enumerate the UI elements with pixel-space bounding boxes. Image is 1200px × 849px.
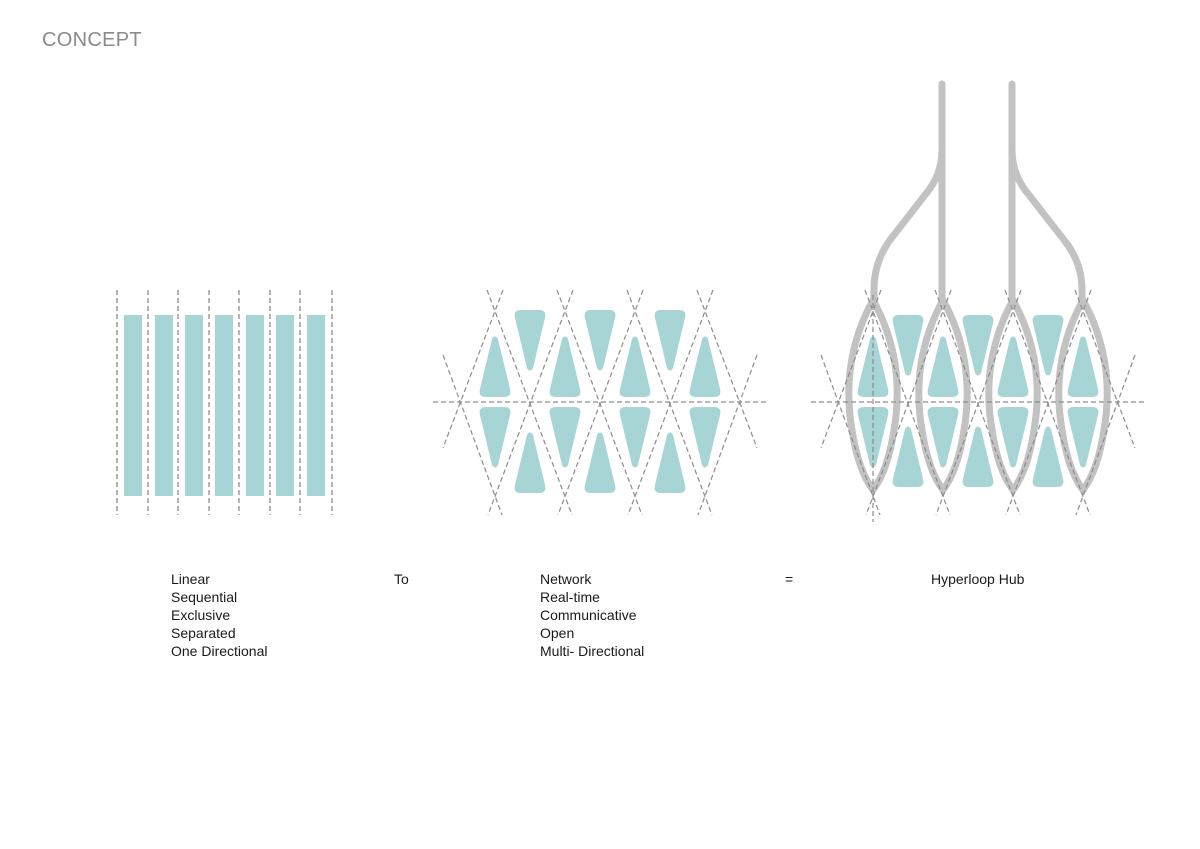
- network-attribute: Network: [540, 571, 592, 587]
- connector-equals: =: [785, 571, 794, 587]
- network-attribute: Multi- Directional: [540, 643, 645, 659]
- linear-attribute: Separated: [171, 625, 236, 641]
- network-attribute: Communicative: [540, 607, 637, 623]
- connector-to: To: [394, 571, 409, 587]
- hub-diagram: [811, 80, 1145, 522]
- linear-diagram: [116, 290, 333, 515]
- linear-attribute: Sequential: [171, 589, 238, 605]
- network-attribute: Open: [540, 625, 575, 641]
- page-title: CONCEPT: [42, 29, 142, 51]
- linear-guide-lines: [116, 290, 333, 515]
- linear-attributes-list: Linear Sequential Exclusive Separated On…: [171, 570, 268, 660]
- hub-guide-lines: [811, 289, 1145, 522]
- linear-bars: [124, 315, 325, 496]
- network-attributes-list: Network Real-time Communicative Open Mul…: [540, 570, 644, 660]
- network-guide-lines: [433, 289, 767, 516]
- hub-title: Hyperloop Hub: [931, 571, 1025, 587]
- linear-attribute: Linear: [171, 571, 210, 587]
- linear-attribute: One Directional: [171, 643, 268, 659]
- network-attribute: Real-time: [540, 589, 600, 605]
- hub-label: Hyperloop Hub: [931, 570, 1024, 588]
- network-diagram: [433, 289, 767, 516]
- linear-attribute: Exclusive: [171, 607, 231, 623]
